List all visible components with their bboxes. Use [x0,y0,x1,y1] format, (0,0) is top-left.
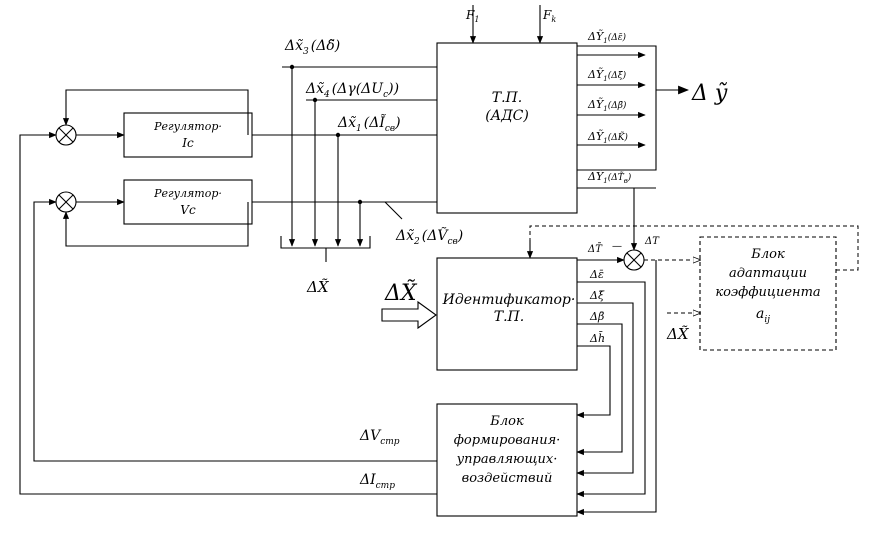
regulator-ic-label: Регулятор· [153,120,222,133]
label-y-out: Δ ỹ [691,81,728,106]
tp-out-bracket [577,45,657,171]
formation-label-1: Блок [489,414,524,429]
formation-label-3: управляющих· [456,452,558,467]
feedback-loop-vc [62,202,249,247]
formation-block [436,403,578,517]
label-x-adapt: ΔX̃ [666,325,690,343]
identifier-block [436,257,578,371]
id-out-eps [576,281,646,498]
label-f1: F1 [465,8,479,24]
label-fk: Fk [542,8,556,24]
label-dT-left: ΔT̄ [587,243,603,255]
adaptation-label-2: адаптации [729,266,807,281]
id-out-h [576,345,611,419]
id-output-label-h: Δh̄ [589,332,605,345]
regulator-ic-sublabel: Ic [181,136,194,150]
label-i-str: ΔIстр [359,472,395,491]
id-out-beta [576,323,623,456]
formation-label-4: воздействий [462,471,553,486]
tp-sublabel: (АДС) [485,108,529,124]
regulator-ic-block [123,112,253,158]
id-output-label-beta: Δβ̄ [589,310,604,323]
label-dT-right: ΔT [644,236,660,247]
tp-label: Т.П. [492,90,522,106]
adaptation-label-1: Блок [750,247,785,262]
identifier-label: Идентификатор· [442,292,576,308]
t-error-to-formation [576,260,657,516]
tp-output-label-4: ΔỸ1(ΔK̃) [587,129,628,145]
collector-bracket [280,236,371,249]
feedback-loop-ic [62,89,249,135]
tp-output-label-3: ΔỸ1(Δβ̃) [587,97,627,113]
sum-junction-vc [55,191,77,213]
sum-junction-t [623,249,645,271]
i-str-feedback [19,131,437,495]
label-x-big: ΔX̃ [384,280,418,306]
label-x3: Δx̃3(Δδ̃) [284,38,340,57]
sum-junction-ic [55,124,77,146]
label-x-sum: ΔX̃ [306,278,330,296]
adaptation-label-4: aij [756,306,770,325]
label-x2: Δx̃2(ΔṼсв) [395,226,463,247]
tp-output-label-5: ΔỸ1(ΔT̃в) [587,169,632,185]
id-output-label-eps: Δε̄ [589,268,604,281]
v-str-feedback [33,198,437,462]
label-x1: Δx̃1(ΔĨсв) [337,113,401,134]
adaptation-label-3: коэффициента [715,285,820,300]
id-out-xi [576,302,634,477]
regulator-vc-block [123,179,253,225]
input-x-hollow-arrow [381,300,437,330]
id-output-label-xi: Δξ̄ [589,289,605,302]
label-x4: Δx̃4(Δγ(ΔUc)) [305,81,399,100]
label-minus: — [612,241,622,252]
leader-x2 [384,201,403,220]
identifier-sublabel: Т.П. [494,309,524,325]
formation-label-2: формирования· [454,433,561,448]
adaptation-to-identifier [529,225,859,271]
tp-output-label-1: ΔỸ1(Δε̃) [587,29,627,45]
adaptation-block [699,236,837,351]
tp-block [436,42,578,214]
regulator-vc-label: Регулятор· [153,187,222,200]
tp-output-label-2: ΔỸ1(Δξ̃) [587,67,627,83]
regulator-vc-sublabel: Vc [180,203,196,217]
label-v-str: ΔVстр [359,428,400,447]
